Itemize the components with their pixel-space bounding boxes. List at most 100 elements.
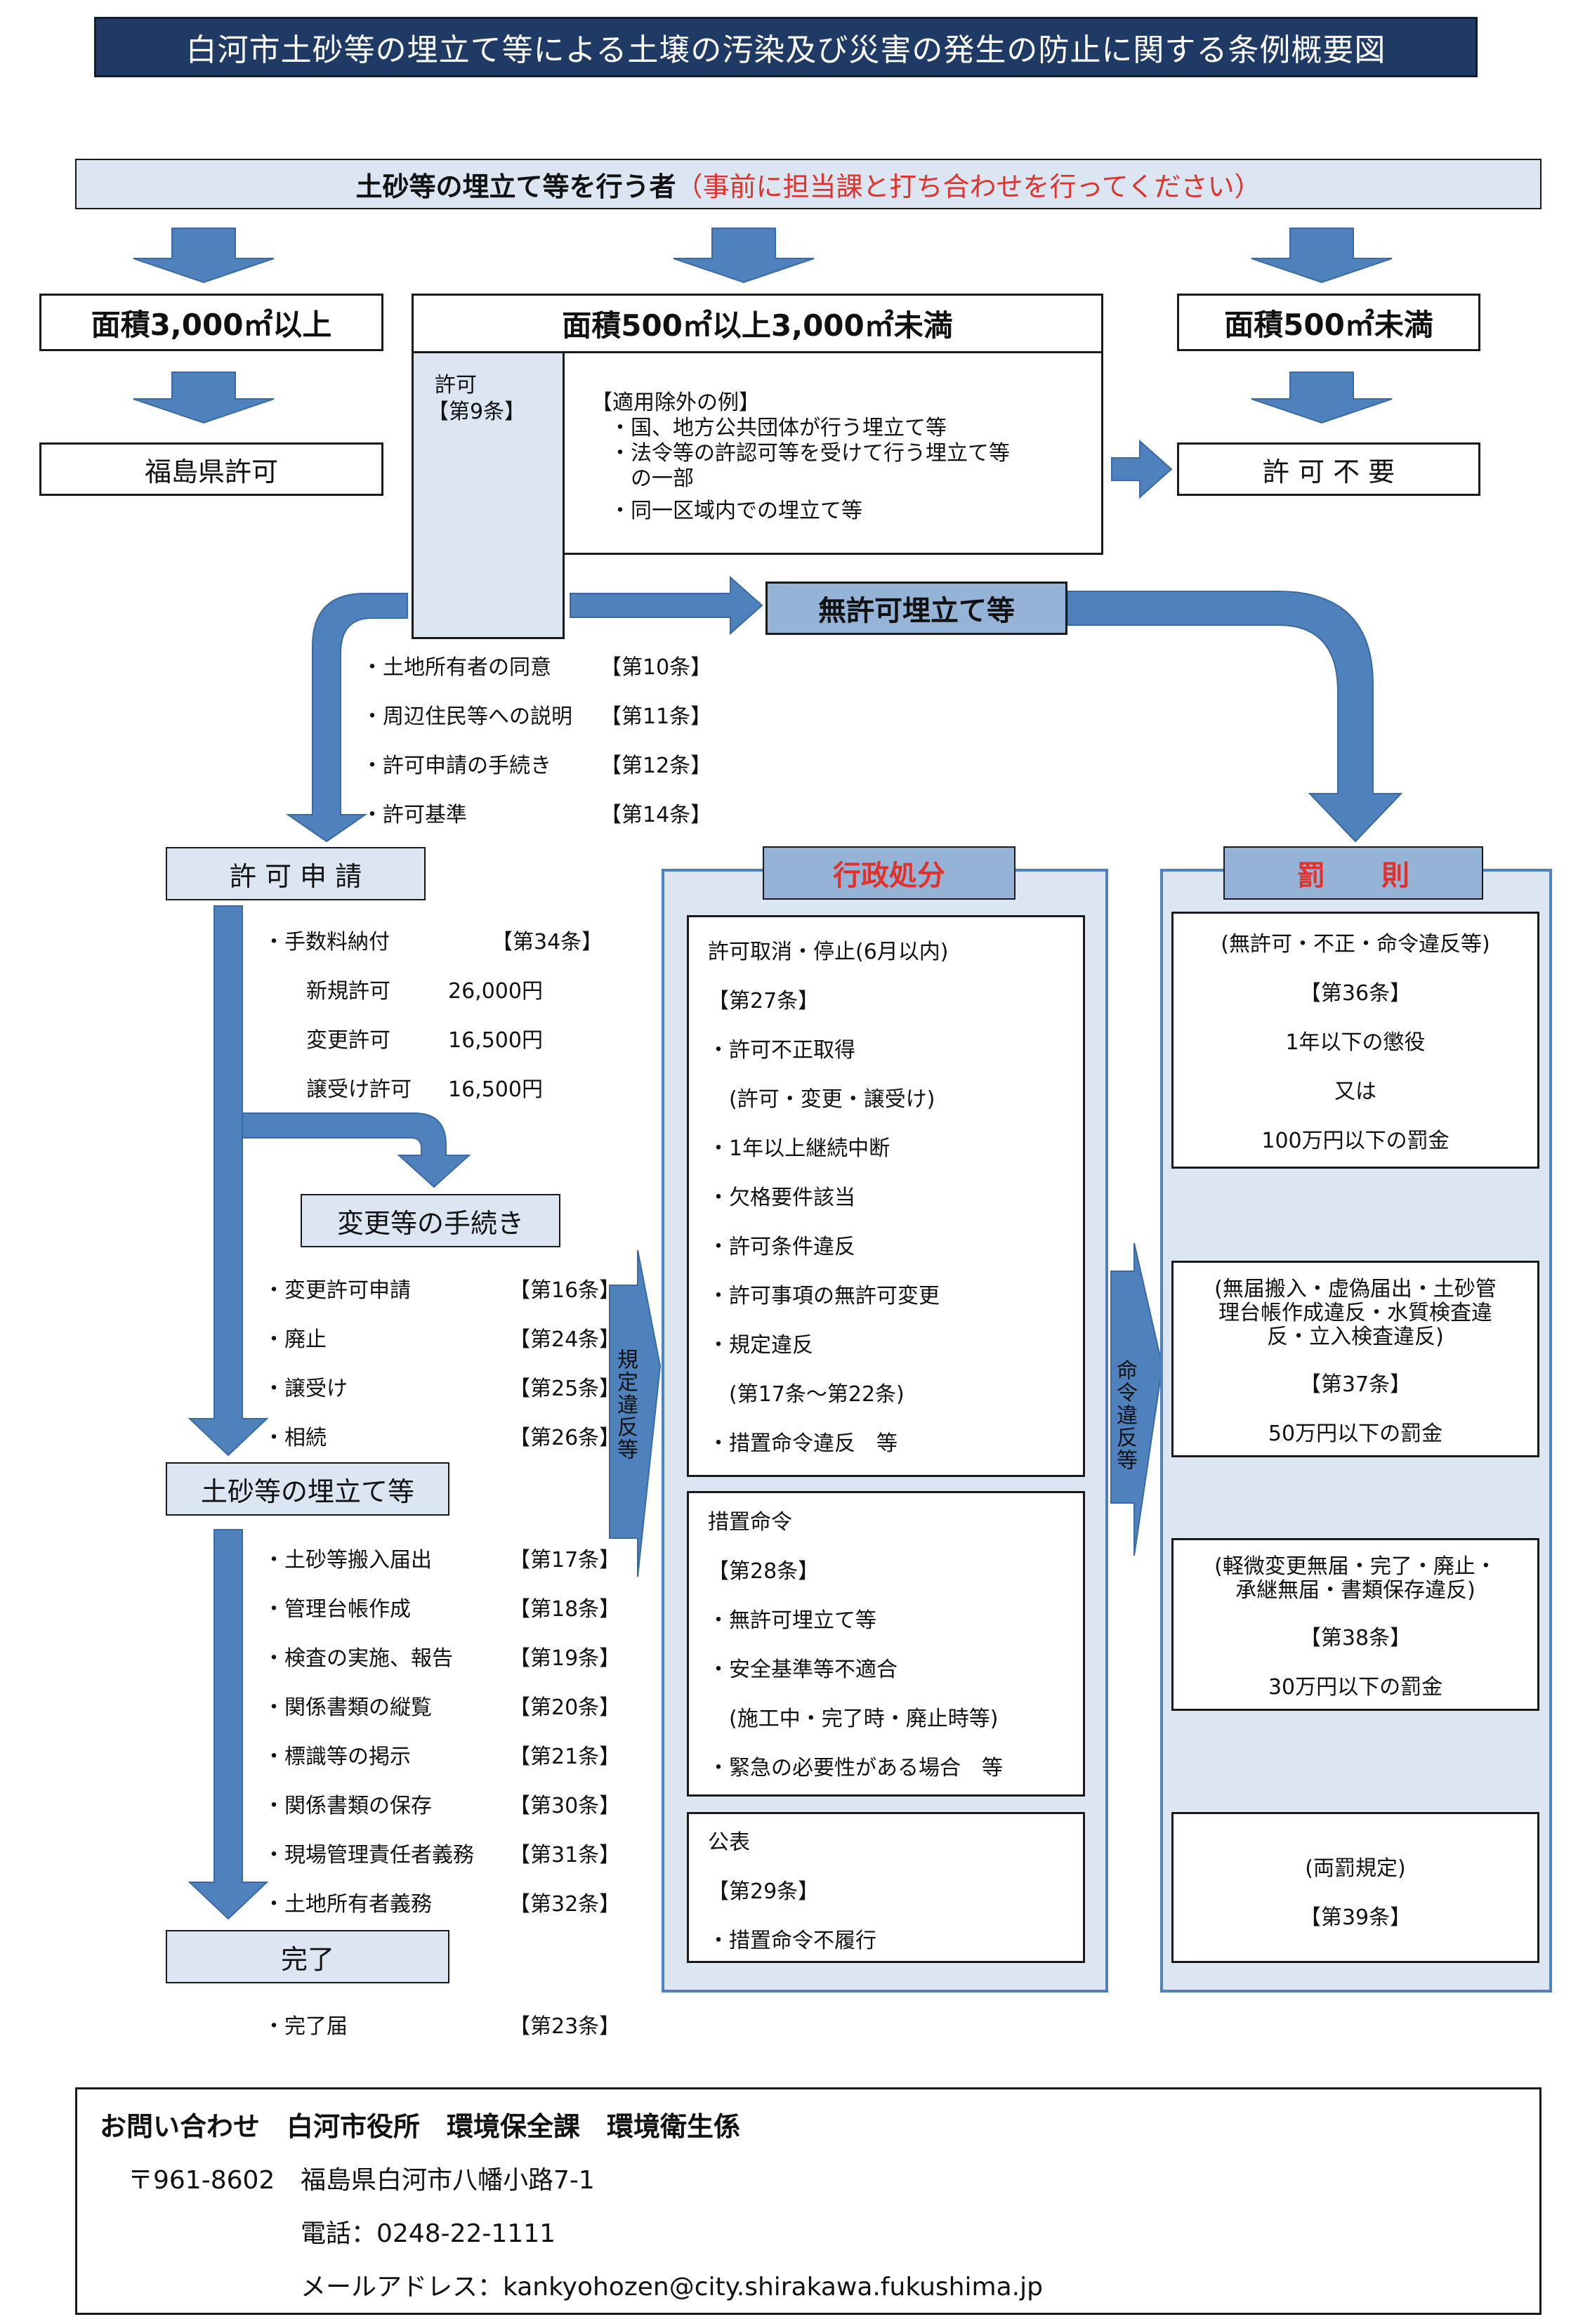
area-small-box: 面積500㎡未満 xyxy=(1177,294,1480,351)
penalty-3-line-1: 【第39条】 xyxy=(1299,1905,1412,1930)
contact-phone: 電話：0248-22-1111 xyxy=(301,2219,556,2248)
change-box: 変更等の手続き xyxy=(301,1194,560,1247)
admin-title-box: 行政処分 xyxy=(763,846,1015,900)
landfill-item-5: ・関係書類の保存 xyxy=(263,1794,432,1818)
contact-email[interactable]: メールアドレス：kankyohozen@city.shirakawa.fukus… xyxy=(301,2273,1043,2302)
landfill-box: 土砂等の埋立て等 xyxy=(166,1462,449,1516)
prefecture-permit-label: 福島県許可 xyxy=(144,456,278,487)
area-mid-box: 面積500㎡以上3,000㎡未満 xyxy=(412,294,1103,353)
contact-box: お問い合わせ 白河市役所 環境保全課 環境衛生係 〒961-8602 福島県白河… xyxy=(75,2087,1542,2315)
penalty-2-line-2: 【第38条】 xyxy=(1299,1626,1412,1650)
arrow-to-change xyxy=(242,1112,471,1188)
penalty-0-line-4: 100万円以下の罰金 xyxy=(1261,1129,1450,1153)
unpermitted-label: 無許可埋立て等 xyxy=(818,595,1015,627)
landfill-item-1: ・管理台帳作成 xyxy=(263,1597,411,1622)
complete-item: ・完了届 xyxy=(263,2014,348,2039)
penalty-0-line-2: 1年以下の懲役 xyxy=(1285,1030,1426,1055)
cancel-line-6: ・許可条件違反 xyxy=(708,1235,855,1259)
arrow-landfill-to-complete xyxy=(188,1529,269,1920)
change-article-0: 【第16条】 xyxy=(509,1278,621,1303)
arrow-to-unpermitted xyxy=(570,575,763,636)
penalty-2-line-1: 承継無届・書類保存違反) xyxy=(1235,1578,1475,1603)
arrow-apply-to-landfill xyxy=(188,905,269,1457)
no-permit-box: 許 可 不 要 xyxy=(1177,442,1480,496)
permit-box: 許可 【第9条】 xyxy=(412,351,565,639)
arrow-to-no-permit xyxy=(1111,439,1173,499)
penalty-box-1: (無届搬入・虚偽届出・土砂管 理台帳作成違反・水質検査違 反・立入検査違反) 【… xyxy=(1171,1261,1539,1457)
landfill-article-7: 【第32条】 xyxy=(509,1892,621,1917)
area-large-box: 面積3,000㎡以上 xyxy=(39,294,383,351)
landfill-article-5: 【第30条】 xyxy=(509,1794,621,1818)
change-article-3: 【第26条】 xyxy=(509,1426,621,1450)
cancel-line-9: (第17条～第22条) xyxy=(708,1382,905,1407)
admin-cancel-box xyxy=(687,915,1085,1477)
penalty-box-3: (両罰規定) 【第39条】 xyxy=(1171,1812,1539,1963)
change-item-1: ・廃止 xyxy=(263,1327,327,1352)
apply-box: 許 可 申 請 xyxy=(166,847,426,900)
fee-name-2: 譲受け許可 xyxy=(306,1077,412,1102)
fee-amount-0: 26,000円 xyxy=(448,979,543,1004)
fee-amount-2: 16,500円 xyxy=(448,1077,543,1102)
publish-line-2: ・措置命令不履行 xyxy=(708,1929,876,1953)
complete-box: 完了 xyxy=(166,1930,449,1983)
cancel-line-0: 許可取消・停止(6月以内) xyxy=(708,940,949,964)
permit-article: 【第9条】 xyxy=(428,400,526,424)
complete-title: 完了 xyxy=(280,1943,334,1975)
penalty-1-line-4: 50万円以下の罰金 xyxy=(1268,1422,1443,1446)
area-large-label: 面積3,000㎡以上 xyxy=(91,307,332,342)
penalty-3-line-0: (両罰規定) xyxy=(1305,1856,1406,1881)
penalty-2-line-3: 30万円以下の罰金 xyxy=(1268,1675,1443,1700)
area-small-label: 面積500㎡未満 xyxy=(1224,307,1433,342)
penalty-0-line-0: (無許可・不正・命令違反等) xyxy=(1221,932,1490,957)
arrow-permit-to-apply xyxy=(285,593,408,843)
exemption-line-1: ・国、地方公共団体が行う埋立て等 xyxy=(610,416,947,440)
penalty-title-box: 罰 則 xyxy=(1223,846,1483,900)
admin-order-box xyxy=(687,1491,1085,1797)
cancel-line-2: ・許可不正取得 xyxy=(708,1038,855,1063)
change-article-2: 【第25条】 xyxy=(509,1377,621,1401)
complete-article: 【第23条】 xyxy=(509,2014,621,2039)
arrow-order-violation xyxy=(1110,1242,1164,1556)
publish-line-0: 公表 xyxy=(708,1830,750,1855)
fee-amount-1: 16,500円 xyxy=(448,1028,543,1053)
landfill-article-4: 【第21条】 xyxy=(509,1745,621,1769)
req-item-0: ・土地所有者の同意 xyxy=(362,655,551,680)
change-article-1: 【第24条】 xyxy=(509,1327,621,1352)
title-bar: 白河市土砂等の埋立て等による土壌の汚染及び災害の発生の防止に関する条例概要図 xyxy=(94,17,1478,77)
actor-bar: 土砂等の埋立て等を行う者 （事前に担当課と打ち合わせを行ってください） xyxy=(75,159,1542,209)
contact-postal: 〒961-8602 xyxy=(128,2166,275,2195)
arrow-down-mid xyxy=(673,228,815,284)
req-item-3: ・許可基準 xyxy=(362,803,467,827)
fee-article: 【第34条】 xyxy=(492,930,603,954)
page-title: 白河市土砂等の埋立て等による土壌の汚染及び災害の発生の防止に関する条例概要図 xyxy=(185,32,1386,68)
cancel-line-4: ・1年以上継続中断 xyxy=(708,1136,890,1161)
permit-label: 許可 xyxy=(435,373,477,398)
cancel-line-10: ・措置命令違反 等 xyxy=(708,1431,898,1456)
landfill-article-0: 【第17条】 xyxy=(509,1548,621,1573)
violation-label: 規定違反等 xyxy=(613,1348,638,1461)
exemption-line-4: ・同一区域内での埋立て等 xyxy=(610,499,862,523)
arrow-down-right xyxy=(1251,228,1393,284)
req-article-0: 【第10条】 xyxy=(600,655,712,680)
order-line-5: ・緊急の必要性がある場合 等 xyxy=(708,1756,1003,1780)
admin-publish-box xyxy=(687,1812,1085,1963)
req-item-2: ・許可申請の手続き xyxy=(362,754,551,778)
order-line-4: (施工中・完了時・廃止時等) xyxy=(708,1707,999,1731)
area-mid-label: 面積500㎡以上3,000㎡未満 xyxy=(562,308,953,343)
penalty-box-2: (軽微変更無届・完了・廃止・ 承継無届・書類保存違反) 【第38条】 30万円以… xyxy=(1171,1538,1539,1711)
cancel-line-7: ・許可事項の無許可変更 xyxy=(708,1284,940,1308)
landfill-item-0: ・土砂等搬入届出 xyxy=(263,1548,432,1573)
penalty-1-line-2: 反・立入検査違反) xyxy=(1267,1325,1444,1349)
landfill-article-1: 【第18条】 xyxy=(509,1597,621,1622)
unpermitted-box: 無許可埋立て等 xyxy=(765,582,1067,635)
landfill-item-3: ・関係書類の縦覧 xyxy=(263,1695,432,1720)
order-line-1: 【第28条】 xyxy=(708,1559,820,1584)
landfill-item-7: ・土地所有者義務 xyxy=(263,1892,432,1917)
penalty-1-line-1: 理台帳作成違反・水質検査違 xyxy=(1218,1301,1492,1325)
contact-address: 福島県白河市八幡小路7-1 xyxy=(301,2166,595,2195)
req-article-2: 【第12条】 xyxy=(600,754,712,778)
fee-item: ・手数料納付 xyxy=(263,930,390,954)
apply-title: 許 可 申 請 xyxy=(229,860,362,892)
contact-heading: お問い合わせ 白河市役所 環境保全課 環境衛生係 xyxy=(100,2111,741,2142)
